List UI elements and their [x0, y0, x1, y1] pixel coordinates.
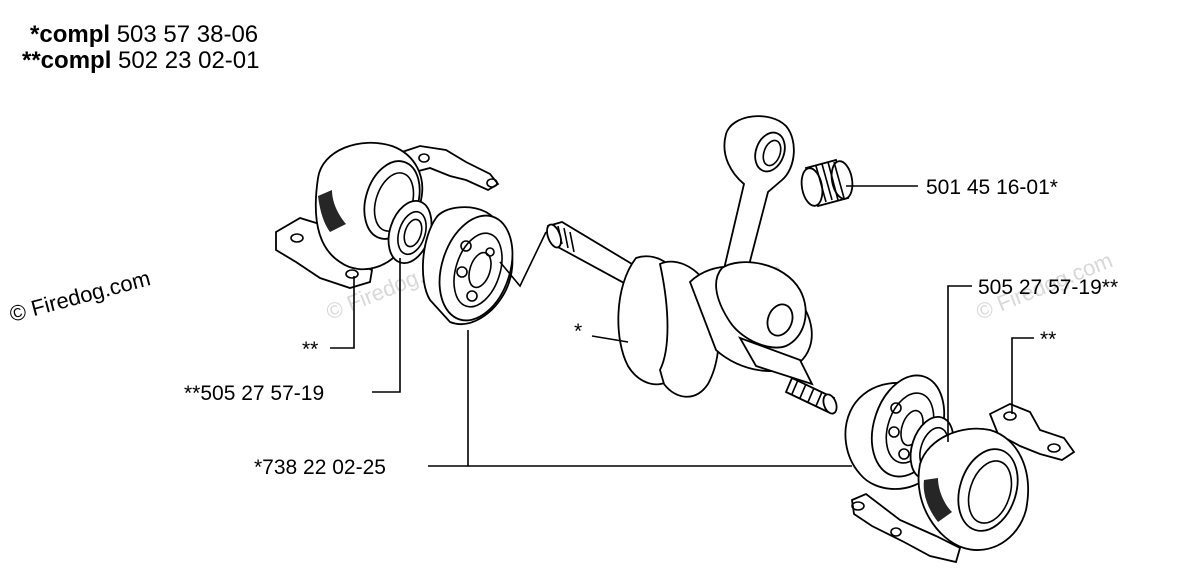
left-ball-bearing [421, 206, 514, 325]
callout-left-housing: ** [302, 338, 318, 361]
callout-left-seal: **505 27 57-19 [184, 382, 324, 405]
crankshaft [546, 221, 838, 415]
leader-lines [330, 185, 1034, 467]
header-compl-label-1: *compl [30, 21, 111, 48]
header-compl-label-2: **compl [22, 47, 112, 74]
header-line-2: **compl 502 23 02-01 [22, 48, 260, 74]
header-line-1: *compl 503 57 38-06 [30, 22, 258, 48]
callout-ball-bearings: *738 22 02-25 [254, 456, 386, 479]
callout-right-seal: 505 27 57-19** [978, 276, 1118, 299]
header-part-number-1: 503 57 38-06 [116, 21, 259, 48]
callout-crankshaft: * [574, 320, 582, 343]
needle-bearing [800, 158, 854, 208]
header-part-number-2: 502 23 02-01 [118, 47, 260, 74]
watermark-firedog: © Firedog.com [7, 265, 153, 327]
right-bearing-housing [851, 403, 1076, 564]
left-bearing-housing [275, 141, 500, 289]
connecting-rod [715, 115, 807, 349]
callout-right-housing: ** [1040, 328, 1056, 351]
callout-needle-bearing: 501 45 16-01* [926, 176, 1058, 199]
